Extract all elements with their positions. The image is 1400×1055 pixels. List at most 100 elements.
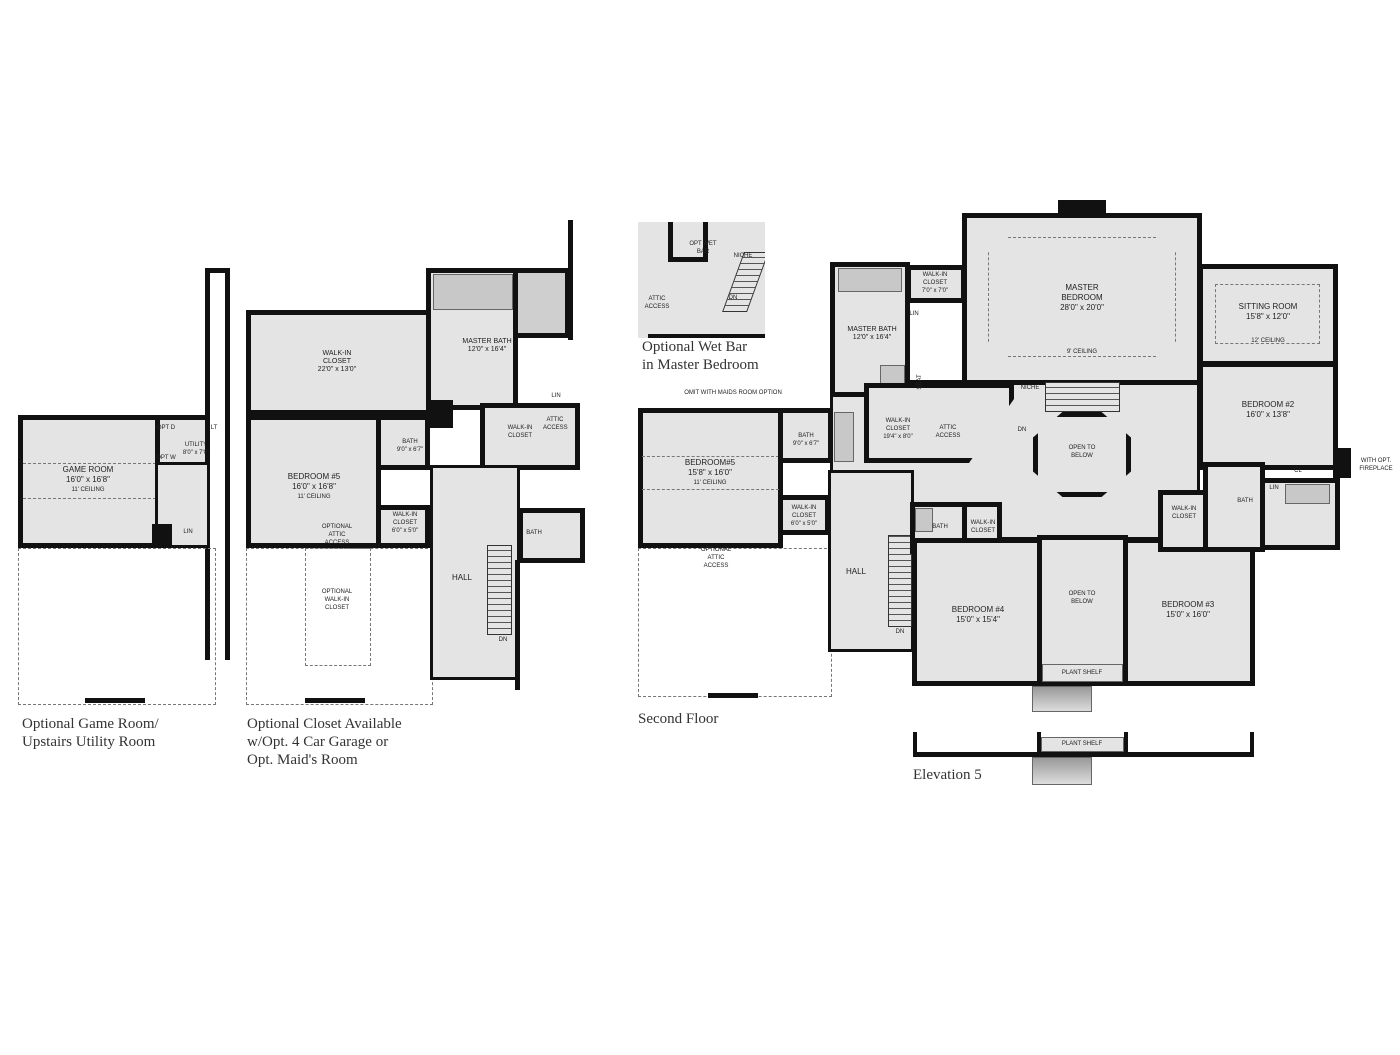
- hall-label: HALL: [451, 573, 473, 582]
- sitting-ceiling-label: 12' CEILING: [1251, 338, 1285, 344]
- ceiling-line: [642, 456, 779, 490]
- open-to-below-octagon: [1033, 412, 1131, 497]
- master-ceiling-label: 9' CEILING: [1066, 349, 1098, 355]
- master-closet: [906, 265, 966, 303]
- opt-dryer-label: OPT D: [156, 425, 176, 431]
- wall: [703, 222, 708, 262]
- bath-2-label: BATH: [526, 530, 542, 536]
- down-label: DN: [728, 295, 738, 301]
- bath-3-label: BATH: [1237, 498, 1253, 504]
- walk-in-closet: [864, 383, 1014, 463]
- optional-area-outline: [18, 548, 216, 705]
- bedroom-3: [1123, 538, 1255, 686]
- opt-washer-label: OPT W: [156, 455, 176, 461]
- wall: [648, 334, 765, 338]
- column: [428, 400, 453, 428]
- stairs: [487, 545, 512, 635]
- wall: [913, 732, 917, 757]
- closet-3: [1158, 490, 1208, 552]
- optional-walk-in-closet-outline: [305, 548, 371, 666]
- plant-shelf-label: PLANT SHELF: [1061, 741, 1103, 747]
- window: [85, 698, 145, 703]
- optional-attic-label: OPTIONAL ATTIC ACCESS: [321, 524, 353, 546]
- small-walk-in-closet: [376, 505, 430, 548]
- bathtub: [1285, 484, 1330, 504]
- porch: [1032, 757, 1092, 785]
- closet-5: [778, 495, 830, 535]
- walk-in-closet: [480, 403, 580, 470]
- linen-2-label: LIN: [1269, 485, 1279, 491]
- chimney: [1058, 200, 1106, 215]
- ceiling-line: [23, 463, 156, 499]
- porch: [1032, 686, 1092, 712]
- lt-label: LT: [210, 425, 218, 431]
- bathtub: [834, 412, 854, 462]
- wall: [668, 257, 708, 262]
- closet-3-label: WALK-IN CLOSET: [1171, 506, 1197, 520]
- optional-area-outline: [638, 548, 832, 697]
- optional-closet-label: OPTIONAL WALK-IN CLOSET: [321, 589, 353, 611]
- second-floor-caption: Second Floor: [638, 711, 719, 727]
- hall-label: HALL: [845, 567, 867, 576]
- shower: [915, 508, 933, 532]
- wall: [1250, 732, 1254, 757]
- wet-bar-inset: [638, 222, 765, 338]
- sitting-ceiling: [1215, 284, 1320, 344]
- bedroom-5: [638, 408, 783, 548]
- optional-attic-label: OPTIONAL ATTIC ACCESS: [700, 547, 732, 569]
- niche-label: NICHE: [1020, 385, 1040, 391]
- bedroom-4: [912, 538, 1042, 686]
- fireplace-label: WITH OPT. FIREPLACE: [1359, 458, 1393, 472]
- bath-2: [518, 508, 585, 563]
- walk-in-closet-2-label: WALK-IN CLOSET: [507, 425, 533, 439]
- closet-4-label: WALK-IN CLOSET: [970, 520, 996, 534]
- tray-ceiling: [988, 237, 1176, 357]
- attic-access-label: ATTIC ACCESS: [543, 417, 568, 431]
- bath: [376, 415, 430, 470]
- down-label: DN: [498, 637, 508, 643]
- linen-label: LIN: [183, 529, 193, 535]
- game-room-caption: Optional Game Room/Upstairs Utility Room: [22, 716, 159, 750]
- opt-wet-bar-label: OPT WET BAR: [689, 241, 717, 255]
- open-to-below-label: OPEN TO BELOW: [1068, 445, 1096, 459]
- linen-label: LIN: [551, 393, 561, 399]
- wall: [568, 220, 573, 340]
- stairs: [722, 252, 765, 312]
- seat-label: SEAT: [917, 374, 923, 390]
- omit-note-label: OMIT WITH MAIDS ROOM OPTION: [684, 390, 782, 396]
- fireplace: [1333, 448, 1351, 478]
- down-label: DN: [895, 629, 905, 635]
- wall: [225, 268, 230, 660]
- attic-access-label: ATTIC ACCESS: [644, 296, 670, 310]
- wall: [1037, 732, 1041, 757]
- window: [305, 698, 365, 703]
- niche-label: NICHE: [733, 253, 753, 259]
- column: [152, 524, 172, 548]
- bath-5: [778, 408, 833, 463]
- bathtub: [838, 268, 902, 292]
- linen-label: LIN: [909, 311, 919, 317]
- bath-3: [1203, 462, 1265, 552]
- wall: [668, 222, 673, 262]
- staircase: [1045, 382, 1120, 412]
- wall: [515, 560, 520, 690]
- attic-access-label: ATTIC ACCESS: [935, 425, 961, 439]
- plant-shelf: [1041, 737, 1124, 752]
- elevation-caption: Elevation 5: [913, 767, 982, 783]
- walk-in-closet-large: [246, 310, 431, 415]
